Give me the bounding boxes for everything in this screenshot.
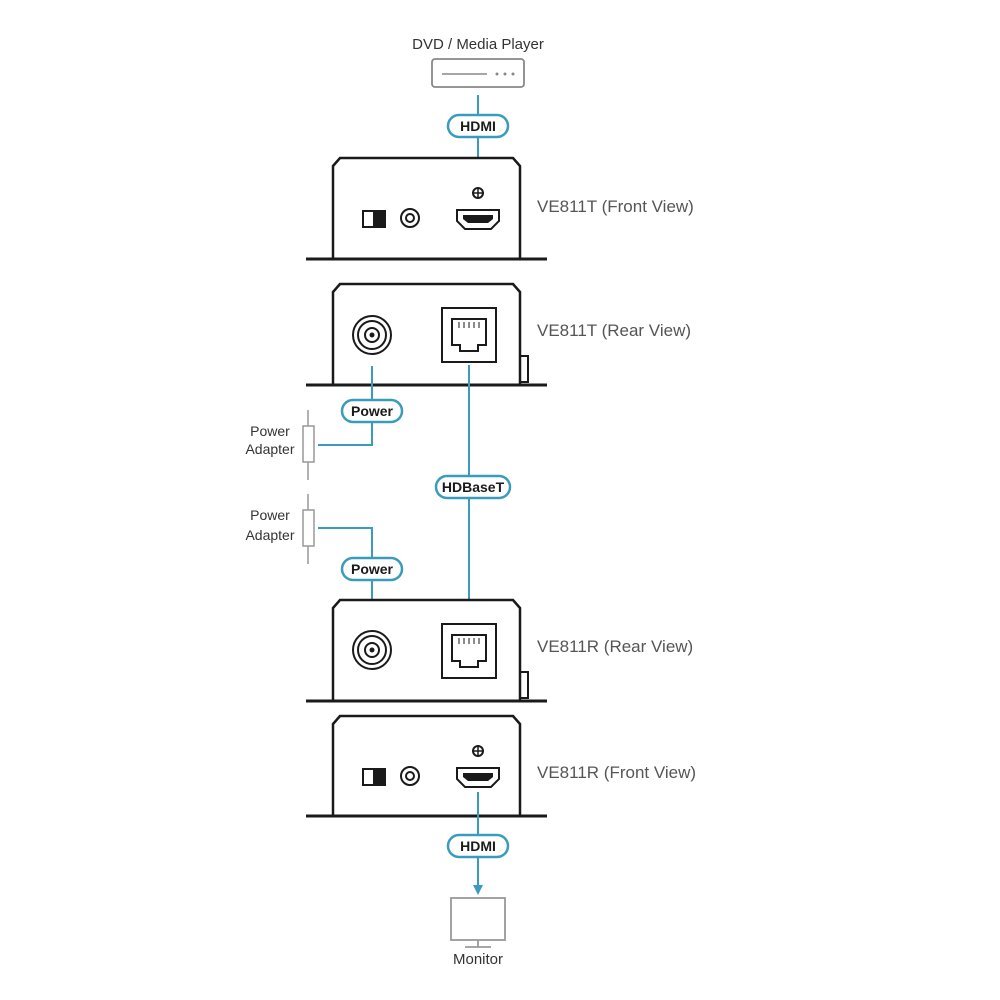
hdmi-cable-tag-bottom: HDMI (446, 833, 510, 859)
media-player-icon (431, 58, 525, 88)
power-jack-icon (352, 630, 392, 670)
toggle-switch-icon (362, 768, 386, 786)
power-cable-tag-tx: Power (340, 398, 404, 424)
hdmi-port-icon (456, 209, 500, 230)
ve811t-rear-label: VE811T (Rear View) (537, 321, 691, 340)
power-adapter-tx-line1: Power (250, 423, 290, 439)
ve811r-front-device (306, 714, 547, 818)
power-cable-rx (318, 527, 373, 632)
power-cable-tx (318, 366, 373, 446)
svg-text:HDMI: HDMI (460, 838, 496, 854)
power-adapter-rx-line2: Adapter (245, 527, 294, 543)
power-adapter-plug-tx-icon (302, 410, 315, 480)
svg-text:HDBaseT: HDBaseT (442, 479, 505, 495)
ground-screw-icon (472, 745, 484, 757)
svg-text:HDMI: HDMI (460, 118, 496, 134)
ve811r-rear-label: VE811R (Rear View) (537, 637, 693, 656)
power-jack-icon (352, 315, 392, 355)
svg-text:Power: Power (351, 561, 394, 577)
power-adapter-rx-line1: Power (250, 507, 290, 523)
ve811r-rear-device (306, 598, 547, 703)
audio-jack-icon (400, 766, 420, 786)
monitor-icon (450, 897, 506, 948)
rj45-port-icon (441, 623, 497, 679)
hdmi-port-icon (456, 767, 500, 788)
ve811t-rear-device (306, 282, 547, 387)
audio-jack-icon (400, 208, 420, 228)
ve811t-front-label: VE811T (Front View) (537, 197, 694, 216)
toggle-switch-icon (362, 210, 386, 228)
power-cable-tag-rx: Power (340, 556, 404, 582)
power-adapter-tx-line2: Adapter (245, 441, 294, 457)
power-adapter-plug-rx-icon (302, 494, 315, 564)
monitor-label: Monitor (453, 951, 503, 968)
ve811r-front-label: VE811R (Front View) (537, 763, 696, 782)
media-player-label: DVD / Media Player (412, 36, 544, 53)
ve811t-front-device (306, 156, 547, 261)
ground-screw-icon (472, 187, 484, 199)
rj45-port-icon (441, 307, 497, 363)
hdbaset-cable-tag: HDBaseT (434, 474, 512, 500)
hdmi-cable-tag-top: HDMI (446, 113, 510, 139)
svg-text:Power: Power (351, 403, 394, 419)
